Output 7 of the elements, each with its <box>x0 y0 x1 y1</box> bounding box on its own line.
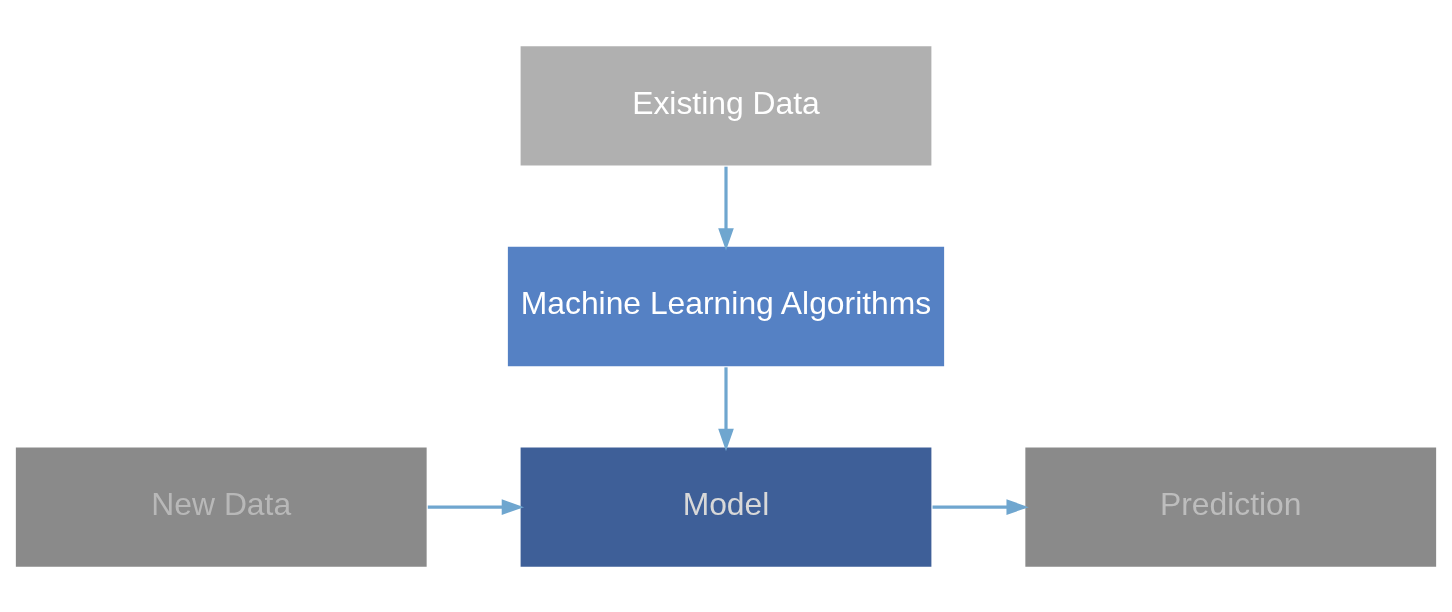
node-box: Existing Data <box>519 44 933 167</box>
arrow <box>932 498 1029 515</box>
node-box: Model <box>519 445 933 568</box>
arrow <box>427 498 525 515</box>
arrow <box>718 366 734 451</box>
arrow <box>718 166 734 251</box>
node-box: Machine Learning Algorithms <box>506 244 946 368</box>
